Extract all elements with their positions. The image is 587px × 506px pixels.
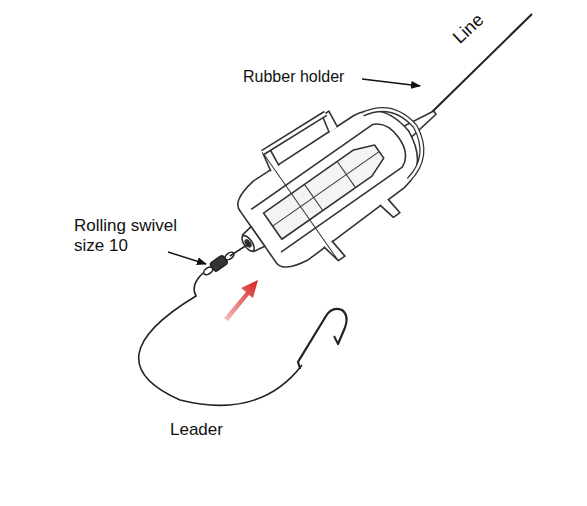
part-label: Rolling swivel size 10 xyxy=(74,216,202,255)
line-label: Line xyxy=(449,10,488,48)
part-label: Rubber holder xyxy=(243,68,344,86)
part-label: Leader xyxy=(170,420,223,440)
